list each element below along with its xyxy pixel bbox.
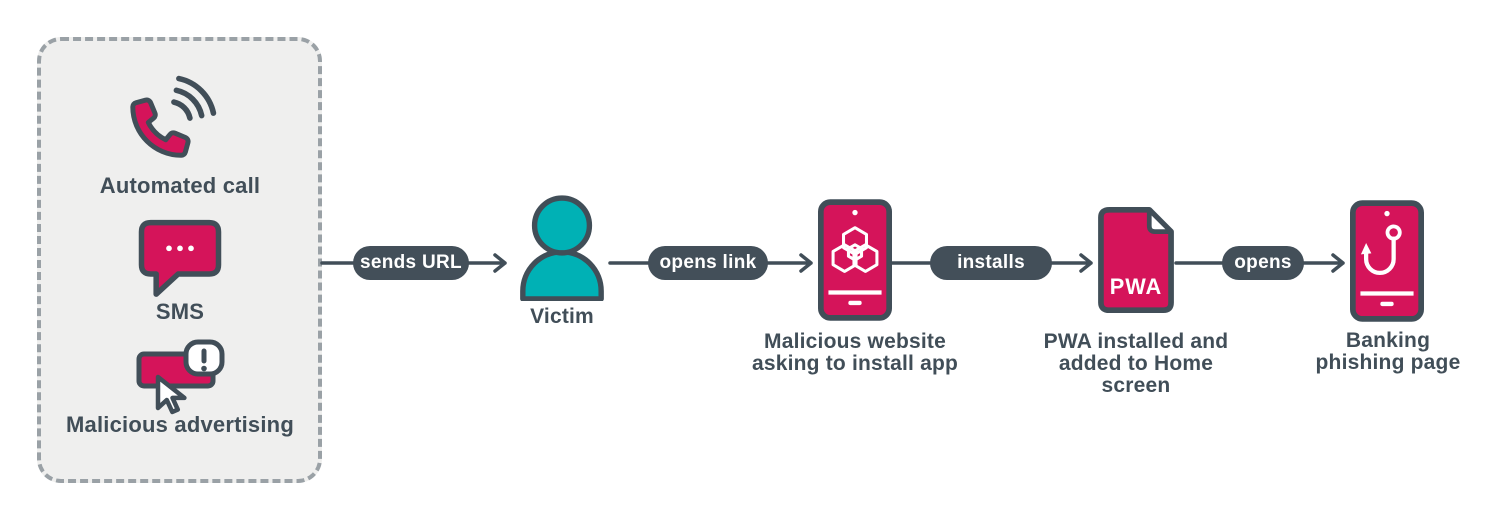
banking-phishing-phone-icon bbox=[1350, 200, 1424, 322]
label-line-2: phishing page bbox=[1315, 351, 1461, 374]
arrow-line bbox=[1300, 253, 1345, 273]
arrow-line bbox=[464, 253, 507, 273]
automated-call-label: Automated call bbox=[99, 173, 261, 198]
speech-bubble-shape bbox=[138, 219, 222, 297]
arrow-line bbox=[764, 253, 813, 273]
person-body-shape bbox=[520, 249, 604, 301]
connector-pill-opens: opens bbox=[1222, 246, 1304, 280]
biohazard-icon bbox=[831, 226, 879, 273]
sms-label: SMS bbox=[155, 299, 205, 324]
home-button bbox=[848, 300, 862, 306]
person-head-shape bbox=[531, 195, 593, 256]
pwa-installed-label: PWA installed and added to Home screen bbox=[1022, 331, 1250, 397]
malicious-advertising-icon bbox=[136, 339, 225, 415]
exclamation-icon bbox=[201, 348, 207, 372]
connector-pill-opens-link: opens link bbox=[648, 246, 768, 280]
label-line-1: Malicious website bbox=[764, 330, 946, 353]
document-shape bbox=[1098, 206, 1174, 314]
label-line-2: added to Home screen bbox=[1058, 352, 1214, 397]
victim-label: Victim bbox=[530, 305, 594, 328]
pwa-badge-text: PWA bbox=[1110, 274, 1162, 299]
folded-corner bbox=[1146, 207, 1174, 234]
fish-hook-icon bbox=[1360, 224, 1402, 275]
connector-pill-sends-url: sends URL bbox=[353, 246, 469, 280]
screen-bottom-bar bbox=[828, 290, 882, 295]
automated-call-icon bbox=[130, 75, 217, 158]
camera-dot bbox=[852, 209, 858, 216]
screen-bottom-bar bbox=[1360, 291, 1414, 296]
ellipsis-dots-icon bbox=[166, 245, 194, 252]
phone-handset-shape bbox=[130, 97, 191, 158]
label-line-2: asking to install app bbox=[751, 352, 959, 375]
pwa-file-icon: PWA bbox=[1098, 206, 1174, 314]
label-line-1: PWA installed and bbox=[1043, 330, 1229, 353]
phone-frame bbox=[1350, 200, 1424, 322]
cursor-icon bbox=[155, 374, 187, 415]
home-button bbox=[1380, 301, 1394, 307]
arrow-line bbox=[1048, 253, 1093, 273]
banking-phishing-label: Banking phishing page bbox=[1298, 330, 1478, 374]
camera-dot bbox=[1384, 210, 1390, 217]
sound-waves-icon bbox=[171, 75, 217, 121]
sms-icon bbox=[138, 219, 222, 297]
malicious-advertising-label: Malicious advertising bbox=[66, 412, 294, 437]
victim-icon bbox=[520, 195, 604, 301]
malicious-website-phone-icon bbox=[818, 199, 892, 321]
connector-pill-installs: installs bbox=[930, 246, 1052, 280]
label-line-1: Banking bbox=[1345, 329, 1431, 352]
malicious-website-label: Malicious website asking to install app bbox=[745, 331, 965, 375]
